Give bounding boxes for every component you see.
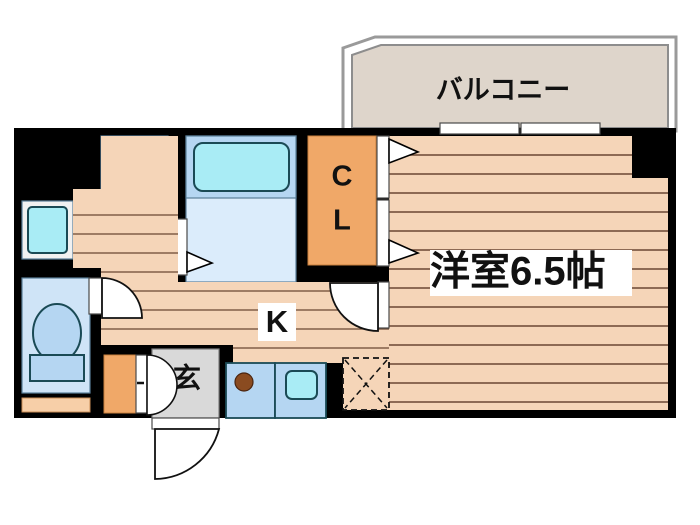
kitchen-room-door-swing-arc [329,282,379,332]
balcony-label: バルコニー [436,75,570,105]
wall-notch-top-right [632,136,668,178]
closet-door-panel-lower[interactable] [376,199,390,267]
entry-door-threshold [151,417,220,430]
closet-floor[interactable] [307,135,377,266]
main-room-label: 洋室6.5帖 [430,250,606,294]
balcony-area: バルコニー [341,35,678,133]
main-room-label-plate [430,250,632,296]
bath-unit-door-icon [186,250,215,274]
closet-folding-door-lower-icon [388,238,421,265]
toilet-area [21,277,143,413]
balcony-floor [351,44,669,129]
kitchen-sink [285,370,318,400]
closet-door-panel-upper[interactable] [376,135,390,199]
shoe-closet[interactable] [103,354,137,414]
kitchen-to-room-door[interactable] [329,281,390,332]
kitchen-counter-stove-bay [225,362,276,419]
entry-door-swing[interactable] [154,428,221,480]
kitchen-label-plate [258,303,296,341]
washing-machine-space [27,206,68,254]
toilet-tank [29,354,85,382]
hallway-floor-upper-strip [101,189,178,199]
main-room-area: 洋室6.5帖 [389,136,668,410]
bath-unit-area [175,135,297,283]
shoe-closet-door-swing-arc [146,354,178,416]
kitchen-label: K [266,304,289,339]
toilet-bowl [32,303,82,363]
toilet-door-panel[interactable] [88,277,103,315]
kitchen-counter-run [225,357,390,419]
closet-folding-door-upper-icon [388,137,421,165]
window-leaf-left[interactable] [439,122,520,135]
refrigerator-space-cross-b [344,359,388,409]
kitchen-room-door-panel[interactable] [377,281,390,329]
window-leaf-right[interactable] [520,122,601,135]
entrance-area: 玄 [103,348,221,480]
closet-label-c: C [332,161,353,193]
balcony-sliding-window[interactable] [439,122,601,135]
bathtub [193,142,290,192]
closet-area[interactable]: C L [307,135,421,267]
closet-label-l: L [333,205,351,237]
toilet-door-swing-arc [101,277,143,319]
stove-burner [234,372,254,392]
kitchen-area: K [258,303,296,341]
toilet-shelf [21,397,91,413]
